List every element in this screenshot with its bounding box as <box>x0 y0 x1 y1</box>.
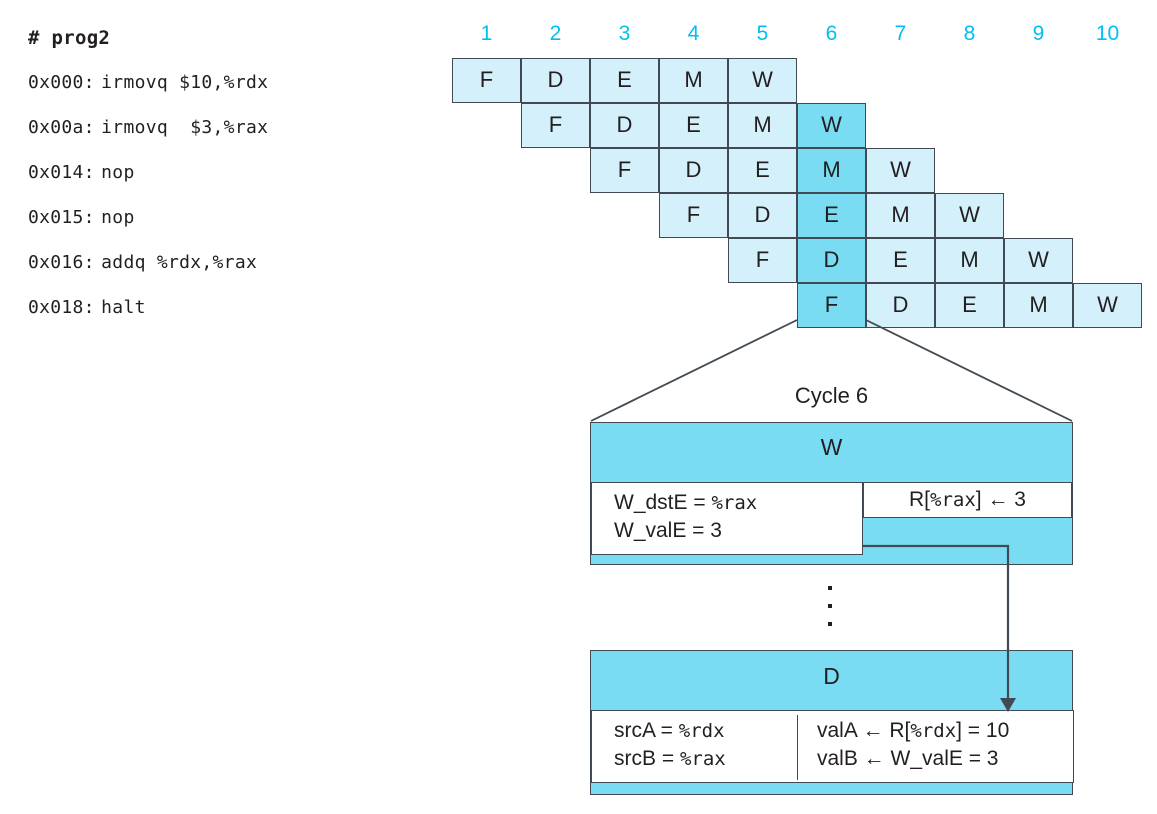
code-line: 0x016: addq %rdx,%rax <box>28 240 428 285</box>
ellipsis-dot <box>828 586 832 590</box>
stage-cell: M <box>935 238 1004 283</box>
stage-cell-highlight: W <box>797 103 866 148</box>
stage-cell: W <box>866 148 935 193</box>
stage-cell: F <box>590 148 659 193</box>
valb-prefix: valB ← W_valE = 3 <box>817 747 999 770</box>
stage-cell: E <box>935 283 1004 328</box>
register-write-prefix: R[ <box>909 488 931 511</box>
register-write-register: %rax <box>930 489 976 511</box>
stage-cell-highlight: E <box>797 193 866 238</box>
code-instruction: nop <box>101 162 135 183</box>
stage-cell: F <box>728 238 797 283</box>
stage-cell: W <box>728 58 797 103</box>
code-instruction: irmovq $10,%rdx <box>101 72 269 93</box>
code-address: 0x015: <box>28 207 95 228</box>
cycle-number: 7 <box>894 22 907 45</box>
stage-cell: E <box>659 103 728 148</box>
write-stage-box: W W_dstE = %rax W_valE = 3 R[%rax] ← 3 <box>590 422 1073 565</box>
stage-cell: M <box>728 103 797 148</box>
w-dste-line: W_dstE = %rax <box>614 491 757 515</box>
code-instruction: addq %rdx,%rax <box>101 252 258 273</box>
code-address: 0x000: <box>28 72 95 93</box>
stage-cell: W <box>1004 238 1073 283</box>
code-address: 0x018: <box>28 297 95 318</box>
valb-line: valB ← W_valE = 3 <box>817 747 998 771</box>
cycle-number: 3 <box>618 22 631 45</box>
srcb-line: srcB = %rax <box>614 747 726 771</box>
stage-cell-highlight: F <box>797 283 866 328</box>
w-vale-line: W_valE = 3 <box>614 519 722 543</box>
stage-cell: E <box>866 238 935 283</box>
stage-cell: D <box>590 103 659 148</box>
code-instruction: nop <box>101 207 135 228</box>
stage-cell: M <box>659 58 728 103</box>
code-address: 0x016: <box>28 252 95 273</box>
code-address: 0x00a: <box>28 117 95 138</box>
code-line: 0x018: halt <box>28 285 428 330</box>
vala-suffix: ] = 10 <box>956 719 1010 742</box>
cycle-detail-label: Cycle 6 <box>794 383 869 408</box>
srca-line: srcA = %rdx <box>614 719 725 743</box>
code-address: 0x014: <box>28 162 95 183</box>
write-stage-left-panel: W_dstE = %rax W_valE = 3 <box>591 482 863 555</box>
stage-cell: E <box>590 58 659 103</box>
ellipsis-dot <box>828 622 832 626</box>
stage-cell: E <box>728 148 797 193</box>
vala-prefix: valA ← R[ <box>817 719 911 742</box>
vala-register: %rdx <box>910 720 957 742</box>
stage-cell: D <box>728 193 797 238</box>
cycle-number: 6 <box>825 22 838 45</box>
code-line: 0x015: nop <box>28 195 428 240</box>
stage-cell-highlight: D <box>797 238 866 283</box>
cycle-number: 10 <box>1095 22 1120 45</box>
stage-cell: M <box>866 193 935 238</box>
w-dste-register: %rax <box>711 492 758 514</box>
program-listing: # prog2 0x000: irmovq $10,%rdx 0x00a: ir… <box>28 16 428 330</box>
stage-cell: D <box>521 58 590 103</box>
srca-register: %rdx <box>678 720 725 742</box>
decode-stage-header: D <box>823 663 840 689</box>
stage-cell: W <box>1073 283 1142 328</box>
stage-cell: M <box>1004 283 1073 328</box>
stage-cell: D <box>866 283 935 328</box>
decode-stage-box: D srcA = %rdx srcB = %rax valA ← R[%rdx]… <box>590 650 1074 795</box>
cycle-number: 9 <box>1032 22 1045 45</box>
code-line: 0x014: nop <box>28 150 428 195</box>
stage-cell: F <box>452 58 521 103</box>
cycle-number: 5 <box>756 22 769 45</box>
write-stage-right-panel: R[%rax] ← 3 <box>863 482 1072 518</box>
cycle-number: 1 <box>480 22 493 45</box>
program-title: # prog2 <box>28 27 111 49</box>
register-write-line: R[%rax] ← 3 <box>864 488 1071 512</box>
stage-cell-highlight: M <box>797 148 866 193</box>
vertical-ellipsis <box>824 586 836 640</box>
register-write-suffix: ] ← 3 <box>975 488 1026 511</box>
srcb-label: srcB = <box>614 747 680 770</box>
code-instruction: halt <box>101 297 146 318</box>
decode-stage-panel: srcA = %rdx srcB = %rax valA ← R[%rdx] =… <box>591 710 1074 783</box>
write-stage-header: W <box>820 434 843 460</box>
srca-label: srcA = <box>614 719 679 742</box>
stage-cell: W <box>935 193 1004 238</box>
ellipsis-dot <box>828 604 832 608</box>
stage-cell: D <box>659 148 728 193</box>
w-vale-label: W_valE = 3 <box>614 519 722 542</box>
stage-cell: F <box>521 103 590 148</box>
w-dste-label: W_dstE = <box>614 491 712 514</box>
code-line: 0x000: irmovq $10,%rdx <box>28 60 428 105</box>
cycle-number: 2 <box>549 22 562 45</box>
vala-line: valA ← R[%rdx] = 10 <box>817 719 1009 743</box>
cycle-number: 8 <box>963 22 976 45</box>
code-instruction: irmovq $3,%rax <box>101 117 269 138</box>
cycle-number: 4 <box>687 22 700 45</box>
panel-divider <box>797 715 798 780</box>
srcb-register: %rax <box>679 748 726 770</box>
stage-cell: F <box>659 193 728 238</box>
code-line: 0x00a: irmovq $3,%rax <box>28 105 428 150</box>
